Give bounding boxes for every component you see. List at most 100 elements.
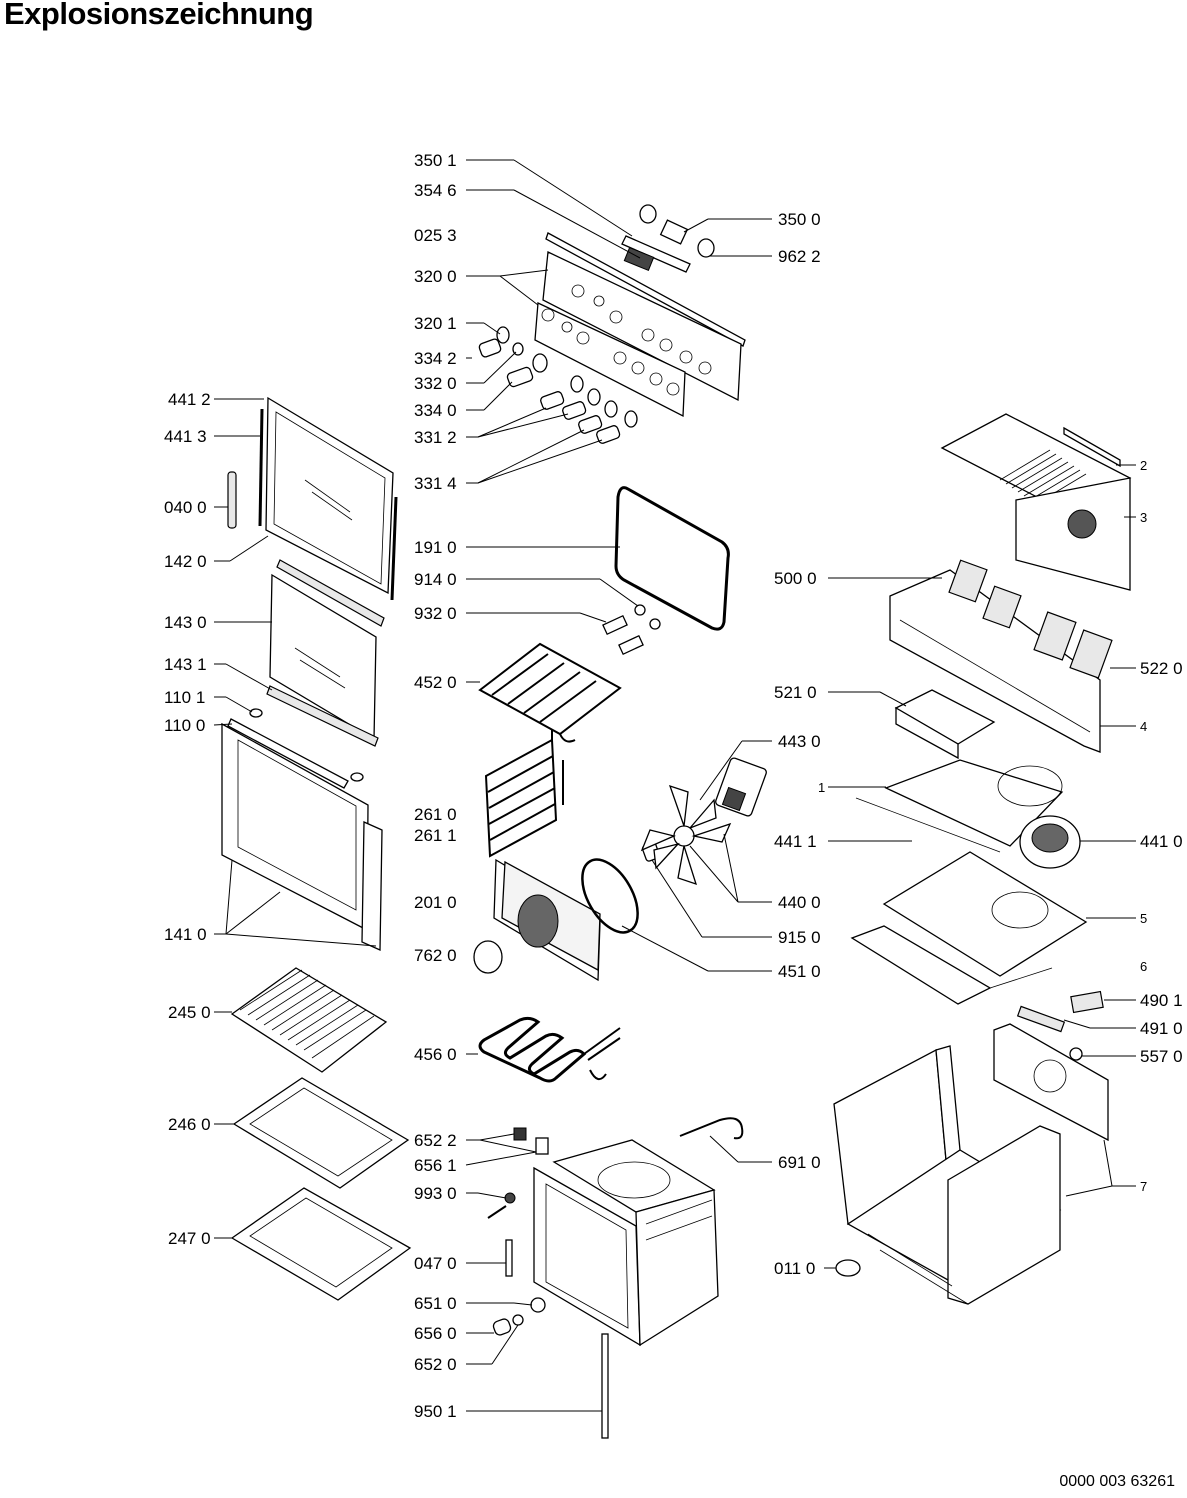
label-354-6: 354 6 — [414, 181, 457, 200]
label-451-0: 451 0 — [778, 962, 821, 981]
label-331-4: 331 4 — [414, 474, 457, 493]
part-knob-334-2 — [478, 338, 502, 358]
label-331-2: 331 2 — [414, 428, 457, 447]
part-strip-143-1 — [266, 685, 379, 747]
part-front-panel-320-0 — [542, 251, 742, 402]
part-652-0 — [512, 1314, 524, 1326]
label-110-0: 110 0 — [164, 716, 205, 735]
label-141-0: 141 0 — [164, 925, 207, 944]
label-2: 2 — [1140, 458, 1147, 473]
label-441-0: 441 0 — [1140, 832, 1183, 851]
label-143-0: 143 0 — [164, 613, 207, 632]
middle-parts — [473, 486, 767, 1439]
part-tray-246-0 — [232, 1077, 410, 1189]
label-691-0: 691 0 — [778, 1153, 821, 1172]
part-pan-247-0 — [230, 1187, 412, 1301]
label-652-2: 652 2 — [414, 1131, 457, 1150]
part-housing-7 — [833, 1045, 1062, 1305]
label-441-3: 441 3 — [164, 427, 207, 446]
label-651-0: 651 0 — [414, 1294, 457, 1313]
part-knob-331-2a — [540, 391, 565, 410]
label-320-0: 320 0 — [414, 267, 457, 286]
part-cover-762-0 — [473, 940, 503, 974]
part-foot-011-0 — [835, 1259, 861, 1277]
part-oven-cavity — [533, 1139, 719, 1347]
part-bezel-320-1 — [496, 326, 510, 344]
label-456-0: 456 0 — [414, 1045, 457, 1064]
part-motor-443-0 — [715, 757, 767, 817]
part-plate-1 — [884, 759, 1064, 847]
label-491-0: 491 0 — [1140, 1019, 1183, 1038]
part-knob-962-2 — [697, 238, 715, 258]
label-245-0: 245 0 — [168, 1003, 211, 1022]
label-441-1: 441 1 — [774, 832, 817, 851]
part-047-0 — [505, 1239, 513, 1277]
part-handle-040-0 — [227, 471, 237, 529]
label-247-0: 247 0 — [168, 1229, 211, 1248]
label-110-1: 110 1 — [164, 688, 205, 707]
label-993-0: 993 0 — [414, 1184, 457, 1203]
label-6: 6 — [1140, 959, 1147, 974]
label-500-0: 500 0 — [774, 569, 817, 588]
part-656-1 — [535, 1137, 549, 1155]
label-025-3: 025 3 — [414, 226, 457, 245]
part-knob-331-2b — [562, 401, 587, 420]
label-915-0: 915 0 — [778, 928, 821, 947]
part-display-bar — [621, 235, 691, 273]
part-element-456-0 — [478, 1016, 587, 1083]
part-110-1 — [249, 708, 263, 718]
part-691-0 — [679, 1117, 744, 1140]
label-1: 1 — [818, 780, 825, 795]
label-452-0: 452 0 — [414, 673, 457, 692]
label-962-2: 962 2 — [778, 247, 821, 266]
label-201-0: 201 0 — [414, 893, 457, 912]
part-switch-350-0 — [659, 219, 689, 245]
label-521-0: 521 0 — [774, 683, 817, 702]
part-knob-656-0 — [492, 1318, 512, 1336]
label-656-0: 656 0 — [414, 1324, 457, 1343]
part-door-frame-142-0 — [265, 396, 394, 595]
label-932-0: 932 0 — [414, 604, 457, 623]
trays — [230, 967, 412, 1301]
part-993-0 — [504, 1192, 516, 1204]
part-fan-440-0 — [640, 784, 732, 886]
label-914-0: 914 0 — [414, 570, 457, 589]
document-number: 0000 003 63261 — [1059, 1473, 1175, 1490]
part-knob-331-4a — [578, 415, 603, 434]
label-143-1: 143 1 — [164, 655, 207, 674]
label-762-0: 762 0 — [414, 946, 457, 965]
label-191-0: 191 0 — [414, 538, 457, 557]
part-back-plate — [993, 1023, 1109, 1142]
part-ring-1 — [532, 353, 548, 373]
label-011-0: 011 0 — [774, 1259, 815, 1278]
label-332-0: 332 0 — [414, 374, 457, 393]
label-334-2: 334 2 — [414, 349, 457, 368]
label-950-1: 950 1 — [414, 1402, 457, 1421]
label-441-2: 441 2 — [168, 390, 211, 409]
label-656-1: 656 1 — [414, 1156, 457, 1175]
part-rack-245-0 — [230, 967, 388, 1073]
part-side-rack-261-0 — [484, 738, 558, 858]
part-grill-452-0 — [478, 642, 622, 736]
part-knob-331-4b — [596, 425, 621, 444]
part-relay-522-0 — [1033, 611, 1077, 661]
label-5: 5 — [1140, 911, 1147, 926]
label-142-0: 142 0 — [164, 552, 207, 571]
label-3: 3 — [1140, 510, 1147, 525]
part-932-0 — [602, 614, 628, 636]
label-522-0: 522 0 — [1140, 659, 1183, 678]
part-panel-backplate — [534, 302, 686, 418]
part-plate-5 — [882, 851, 1088, 977]
part-knob-top — [639, 204, 657, 224]
part-557-0 — [1069, 1047, 1083, 1061]
part-terminal-491-0 — [1016, 1005, 1066, 1033]
label-350-0: 350 0 — [778, 210, 821, 229]
part-652-2 — [513, 1127, 527, 1141]
part-490-1 — [1070, 990, 1104, 1014]
label-040-0: 040 0 — [164, 498, 207, 517]
label-047-0: 047 0 — [414, 1254, 457, 1273]
label-320-1: 320 1 — [414, 314, 457, 333]
label-261-0: 261 0 — [414, 805, 457, 824]
page-title: Explosionszeichnung — [4, 0, 314, 31]
part-strip-025-3 — [545, 232, 746, 347]
